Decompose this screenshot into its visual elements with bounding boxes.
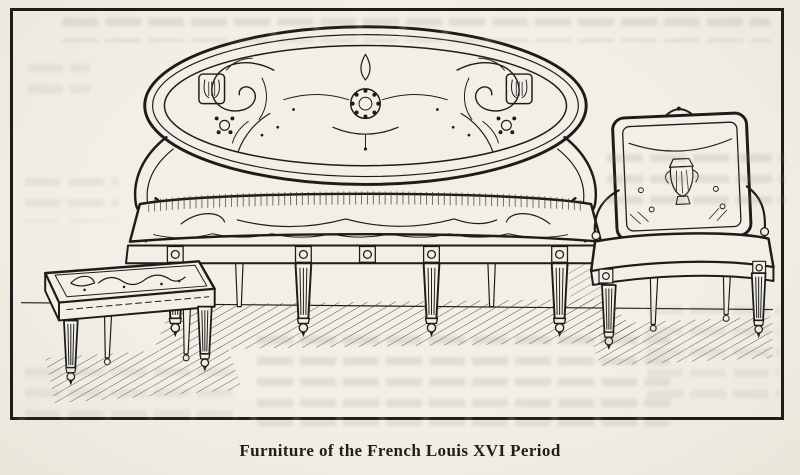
- louis-xvi-furniture-illustration: [20, 25, 775, 404]
- floor-shading: [20, 261, 774, 404]
- armchair-illustration: [589, 106, 775, 351]
- settee-illustration: [125, 25, 606, 339]
- footstool-illustration: [43, 260, 216, 387]
- figure-frame: [10, 8, 784, 420]
- figure-caption: Furniture of the French Louis XVI Period: [239, 441, 561, 460]
